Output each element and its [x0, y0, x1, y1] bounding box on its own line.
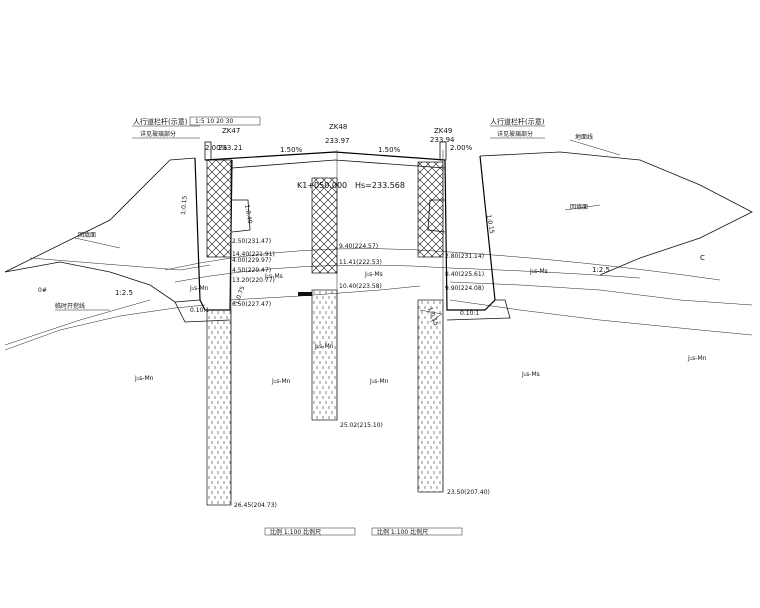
station-label: K1+050.000	[297, 181, 347, 190]
bh1-elev: 233.21	[218, 144, 243, 152]
backfill-line-left	[29, 257, 211, 271]
scale-box-br	[371, 527, 463, 536]
depth-bh3: 23.50(207.40)	[447, 489, 490, 496]
railing-left-label: 人行道栏杆(示意)	[133, 117, 188, 126]
mid-pile-upper	[311, 177, 338, 274]
rock-label-r6: J₁s-Mn	[189, 285, 209, 292]
slope-cross-right: 2.00%	[450, 144, 473, 152]
rock-label-r4: J₁s-Ms	[521, 371, 540, 378]
scale-box-bl	[264, 527, 356, 536]
depth-bh2: 25.02(215.10)	[340, 422, 383, 429]
layer-mark-l4: 6.50(227.47)	[232, 301, 271, 308]
backfill-right-label: 回填面	[570, 203, 588, 211]
bh2-id: ZK48	[329, 123, 347, 131]
leader-backfill-right	[564, 204, 601, 211]
slope-wall-right-upper: 1:0.15	[485, 214, 495, 234]
bh1-id: ZK47	[222, 127, 240, 135]
deck-bottom	[231, 159, 446, 169]
leader-ground	[569, 139, 621, 156]
mid-pile-lower	[311, 289, 338, 421]
scale-box-top	[189, 116, 261, 126]
temp-slope-label: 临时开挖线	[55, 302, 85, 310]
rock-label-r5: J₁s-Mn	[687, 355, 707, 362]
right-lower-line	[449, 299, 753, 336]
layer-curve-3	[229, 285, 421, 301]
right-mark: C	[700, 254, 705, 262]
layer-mark-l8: 8.40(225.61)	[445, 271, 484, 278]
layer-mark-l7: 2.80(231.14)	[445, 253, 484, 260]
layer-mark-l6: 11.41(222.53)	[339, 259, 382, 266]
deck	[204, 141, 447, 169]
right-ground-line	[479, 151, 753, 276]
layer-mark-l2: 4.00(229.97)	[232, 257, 271, 264]
layer-mark-l1: 2.50(231.47)	[232, 238, 271, 245]
right-pile-upper	[417, 161, 444, 258]
rock-label-r9: J₁s-Ms	[364, 271, 383, 278]
left-wingwall	[231, 199, 251, 233]
leader-backfill-left	[74, 237, 121, 249]
right-abutment	[444, 155, 496, 311]
railing-right-sub: 详见玻璃部分	[497, 130, 533, 138]
backfill-left-label: 回填面	[78, 231, 96, 239]
left-pile-lower	[206, 309, 232, 506]
rock-label-r2: J₁s-Mn	[271, 378, 291, 385]
right-pile-marker	[419, 309, 443, 323]
scale-top: 1:5 10 20 30	[195, 118, 233, 125]
rock-label-r8: J₁s-Ms	[264, 273, 283, 280]
rock-label-r10: J₁s-Ms	[529, 268, 548, 275]
scale-bottom-right: 比例 1:100 比例尺	[377, 528, 428, 536]
layer-mark-l12: 13.20(220.77)	[232, 277, 275, 284]
slope-fill-right: 1:2.5	[592, 266, 610, 274]
depth-bh1: 26.45(204.73)	[234, 502, 277, 509]
slope-footing-left: 0.10:1	[190, 307, 209, 314]
rock-label-r7: J₁s-Mn	[314, 343, 334, 350]
slope-fill-left: 1:2.5	[115, 289, 133, 297]
slope-deck-right: 1.50%	[378, 146, 401, 154]
text-layer: 人行道栏杆(示意) 详见玻璃部分 人行道栏杆(示意) 详见玻璃部分 地面线 回填…	[38, 117, 707, 536]
design-elev-label: Hs=233.568	[355, 181, 405, 190]
bh3-id: ZK49	[434, 127, 452, 135]
slope-deck-left: 1.50%	[280, 146, 303, 154]
slope-cross-left: 2.00%	[205, 144, 228, 152]
left-lower-line	[4, 299, 151, 346]
layer-mark-l5: 9.40(224.57)	[339, 243, 378, 250]
ground-line-label: 地面线	[575, 133, 593, 141]
mid-marker	[298, 292, 312, 296]
layer-curve-1	[164, 248, 721, 281]
ground-lines	[4, 151, 753, 351]
left-ground-surface	[4, 261, 176, 303]
rock-label-r1: J₁s-Mn	[134, 375, 154, 382]
slope-wall-left-top: 1:0.40	[243, 204, 253, 224]
slope-abut-left: 1:0.15	[180, 195, 189, 215]
slope-footing-right: 0.10:1	[460, 310, 479, 317]
right-footing	[446, 299, 511, 321]
layer-curve-2	[174, 264, 641, 283]
right-mid-line	[449, 281, 753, 306]
rock-label-r3: J₁s-Mn	[369, 378, 389, 385]
railing-left-sub: 详见玻璃部分	[140, 130, 176, 138]
bh3-elev: 233.94	[430, 136, 455, 144]
layer-mark-l3: 4.50(229.47)	[232, 267, 271, 274]
left-fill-slope	[4, 157, 196, 273]
layer-mark-l10: 10.40(223.58)	[339, 283, 382, 290]
left-pile-upper	[206, 159, 232, 258]
scale-bottom-left: 比例 1:100 比例尺	[270, 528, 321, 536]
layer-mark-l9: 9.90(224.08)	[445, 285, 484, 292]
deck-top	[204, 151, 446, 161]
piles	[206, 150, 444, 506]
leaders	[55, 116, 621, 536]
left-abutment	[194, 157, 233, 311]
right-pile-lower	[417, 299, 444, 493]
bh2-elev: 233.97	[325, 137, 350, 145]
railing-right-label: 人行道栏杆(示意)	[490, 117, 545, 126]
layer-mark-l11: 14.40(221.91)	[232, 251, 275, 258]
left-temp-excavation	[4, 304, 206, 351]
left-mark: 0#	[38, 287, 47, 294]
